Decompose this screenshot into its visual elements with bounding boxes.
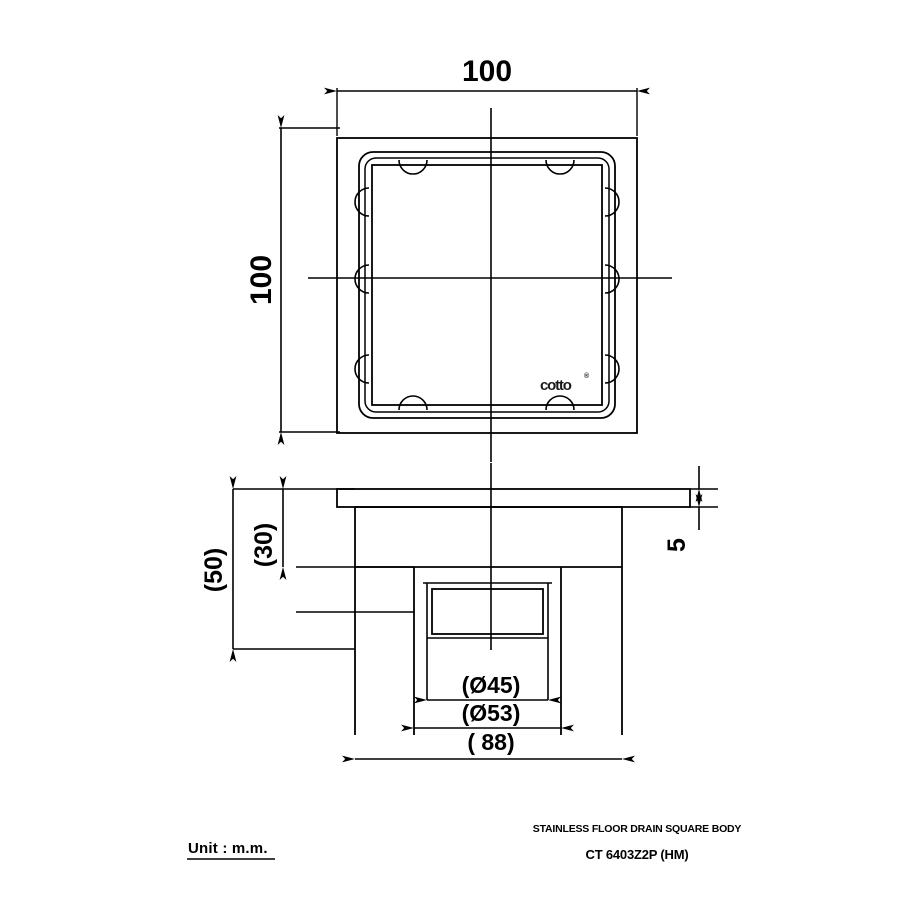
flange-thickness-label: 5 — [663, 538, 691, 552]
plan-tab-arc-right-top — [604, 187, 620, 217]
plan-tab-arc-top-right — [545, 159, 575, 175]
plan-tab-arc-right-bottom — [604, 354, 620, 384]
section-view-group: 5 (30) (50) (Ø45) (Ø53) ( 88) — [200, 463, 718, 763]
plan-tab-arc-right-mid — [604, 264, 620, 294]
plan-tab-arc-left-mid — [354, 264, 370, 294]
unit-label: Unit : m.m. — [188, 840, 268, 857]
plan-tab-arc-left-top — [354, 187, 370, 217]
body-height-dimension: (30) — [250, 476, 287, 580]
outlet-outer-diameter-label: (Ø53) — [462, 700, 521, 726]
plan-grate-frame-inner — [364, 157, 610, 413]
outlet-outer-diameter-dimension: (Ø53) — [401, 700, 574, 732]
brand-logo-text: cotto — [540, 377, 572, 394]
plan-tab-arc-top-left — [398, 159, 428, 175]
flange-thickness-dimension: 5 — [663, 466, 718, 552]
brand-logo: cotto ® — [540, 372, 590, 394]
total-height-dimension: (50) — [200, 476, 237, 662]
outlet-inner-diameter-label: (Ø45) — [462, 672, 521, 698]
plan-tab-arc-bottom-right — [545, 395, 575, 411]
product-code: CT 6403Z2P (HM) — [586, 847, 689, 862]
brand-logo-superscript: ® — [584, 372, 590, 380]
product-description: STAINLESS FLOOR DRAIN SQUARE BODY — [533, 823, 742, 835]
plan-height-dimension: 100 — [245, 115, 340, 445]
section-trap-rectangle — [431, 588, 544, 635]
plan-width-dim-label: 100 — [462, 55, 512, 88]
plan-grate-panel — [371, 164, 603, 406]
plan-tab-arc-bottom-left — [398, 395, 428, 411]
section-body-outline — [354, 506, 623, 735]
body-width-dimension: ( 88) — [342, 729, 635, 763]
plan-view-group: cotto ® 100 100 — [245, 55, 672, 462]
outlet-inner-diameter-dimension: (Ø45) — [414, 672, 561, 704]
title-block: STAINLESS FLOOR DRAIN SQUARE BODY CT 640… — [533, 823, 742, 862]
plan-grate-frame-outer — [358, 151, 616, 419]
plan-width-dimension: 100 — [324, 55, 650, 136]
body-height-label: (30) — [250, 523, 278, 567]
unit-label-group: Unit : m.m. — [187, 840, 275, 860]
plan-height-dim-label: 100 — [245, 255, 278, 305]
plan-tab-arc-left-bottom — [354, 354, 370, 384]
body-width-label: ( 88) — [467, 729, 514, 755]
total-height-label: (50) — [200, 548, 228, 592]
plan-outer-square — [336, 137, 638, 434]
